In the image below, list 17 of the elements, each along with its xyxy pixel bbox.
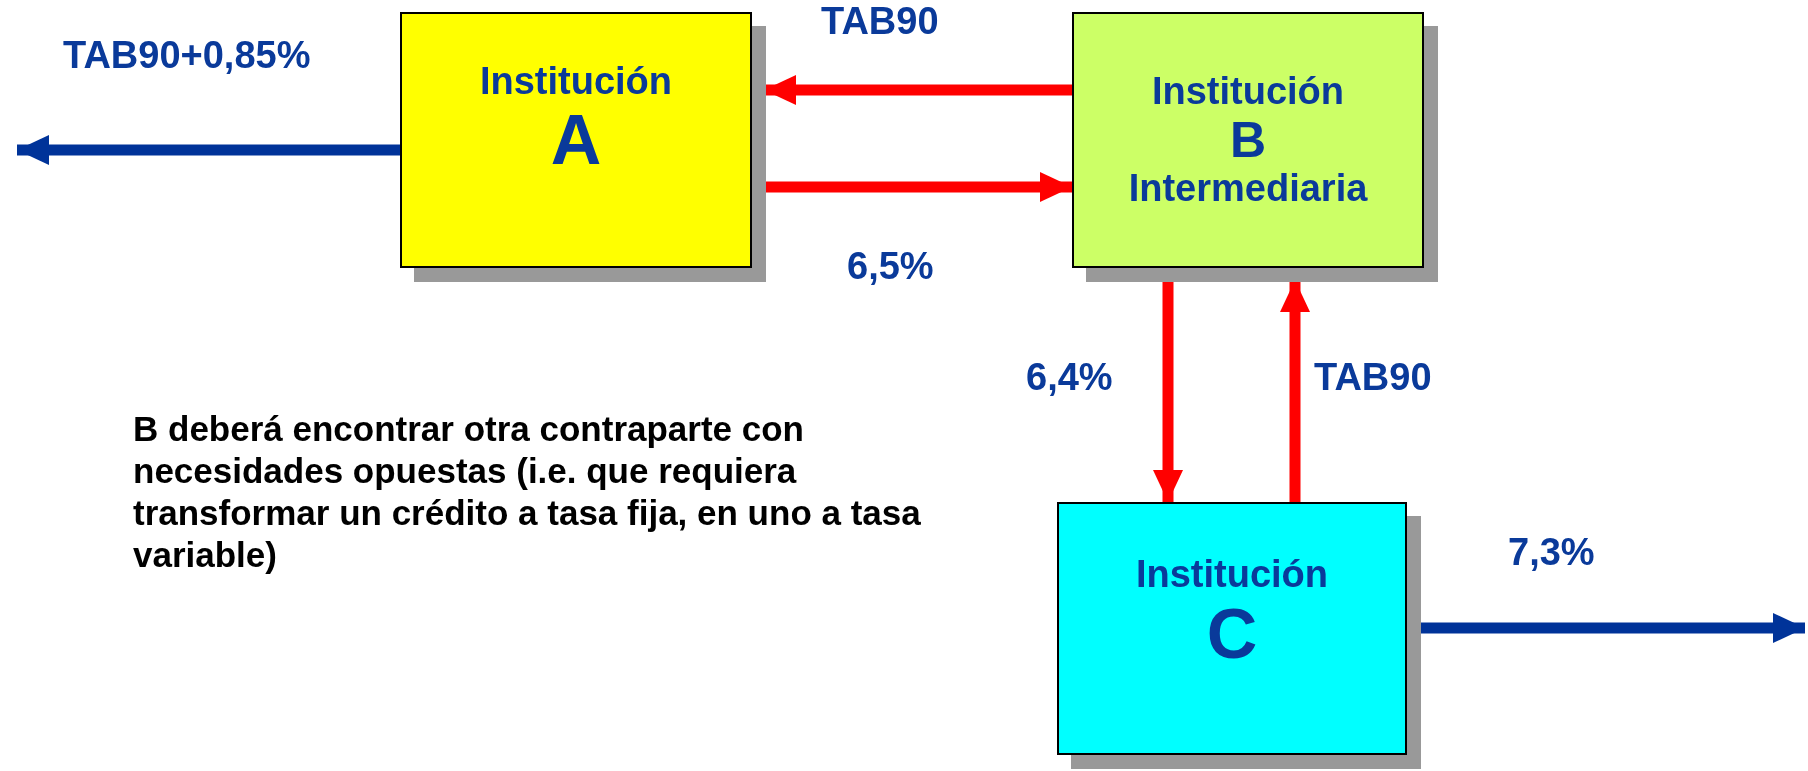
box-text: A — [550, 102, 602, 180]
box-text: Institución — [479, 60, 673, 103]
box-text: B — [1229, 112, 1267, 168]
edge-label: TAB90+0,85% — [63, 34, 311, 77]
note-text: B deberá encontrar otra contraparte con necesidades opuestas (i.e. que requiera transformar un crédito a tasa fija, en uno a tasa variable) — [133, 408, 922, 576]
edge-label: 7,3% — [1508, 531, 1595, 574]
edge-label: TAB90 — [1314, 356, 1432, 399]
edge-label: TAB90 — [821, 0, 939, 43]
arrow — [17, 135, 400, 165]
arrow — [764, 75, 1072, 105]
edge-label: 6,4% — [1026, 356, 1113, 399]
arrow — [1280, 280, 1310, 502]
box-text: Intermediaria — [1128, 167, 1368, 210]
box-text: Institución — [1135, 554, 1329, 596]
box-text: Institución — [1151, 70, 1345, 113]
box-text: C — [1206, 595, 1258, 673]
edge-label: 6,5% — [847, 245, 934, 288]
